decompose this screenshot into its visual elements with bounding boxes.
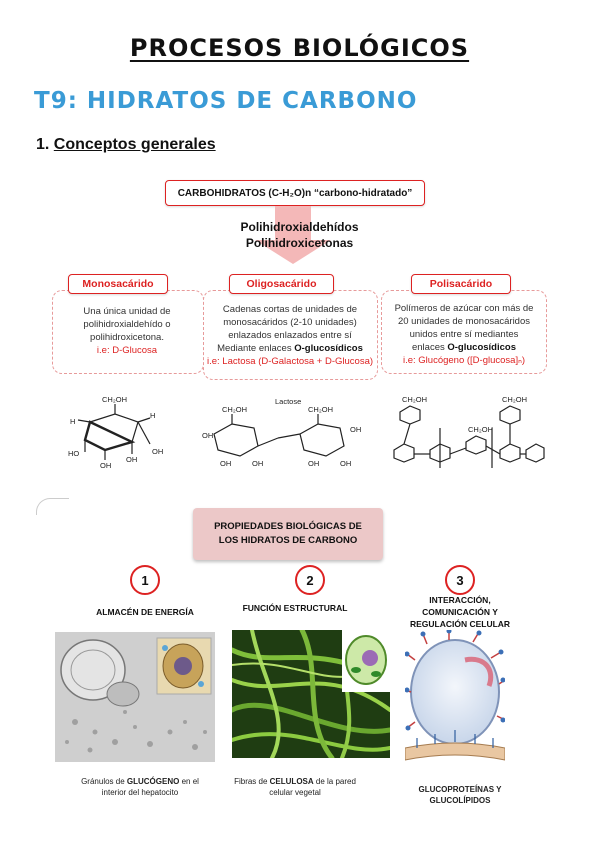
cell-interaction-title: INTERACCIÓN, COMUNICACIÓN Y REGULACIÓN C… [395,594,525,630]
caption-bold: GLUCÓGENO [126,777,180,786]
oh-label: OH [350,425,361,434]
polysaccharide-label: Polisacárido [411,274,511,294]
ch2oh-label: CH₂OH [102,395,127,404]
desc-bold: O-glucosídicos [447,342,516,353]
desc-line: polihidroxicetona. [90,332,164,343]
cellulose-caption: Fibras de CELULOSA de la pared celular v… [225,776,365,798]
desc-line: Mediante enlaces O-glucosídicos [206,342,374,355]
example-text: i.e: Lactosa (D-Galactosa + D-Glucosa) [206,356,374,367]
desc-text: enlaces [411,342,445,353]
monosaccharide-label: Monosacárido [68,274,168,294]
polysaccharide-card [381,290,547,374]
desc-bold: O-glucosídicos [294,343,363,354]
properties-title-box: PROPIEDADES BIOLÓGICAS DE LOS HIDRATOS D… [193,508,383,560]
structural-function-title: FUNCIÓN ESTRUCTURAL [242,603,348,613]
desc-line: Una única unidad de [83,306,171,317]
desc-line: Cadenas cortas de unidades de [222,304,358,315]
glycogen-caption: Gránulos de GLUCÓGENO en el interior del… [65,776,215,798]
property-number-1: 1 [130,565,160,595]
title-line: COMUNICACIÓN Y [422,607,498,617]
caption-text: Gránulos de [81,777,127,786]
caption-line: Gránulos de GLUCÓGENO en el [65,776,215,787]
desc-line: monosacáridos (2-10 unidades) [223,317,357,328]
caption-text: Fibras de [234,777,270,786]
h-label: H [150,411,155,420]
desc-line: polihidroxialdehído o [83,319,171,330]
desc-text: Mediante enlaces [217,343,292,354]
polyhydroxyaldehydes-label: Polihidroxialdehídos [240,220,359,234]
energy-storage-title: ALMACÉN DE ENERGÍA [96,607,194,617]
caption-line: GLUCOPROTEÍNAS Y [418,785,502,794]
desc-line: 20 unidades de monosacáridos [397,316,531,327]
lactose-molecule: Lactose CH₂OH CH₂OH OH OH OH OH OH OH [202,397,361,468]
oh-label: OH [152,447,163,456]
example-text: i.e: D-Glucosa [96,345,158,356]
caption-bold: CELULOSA [269,777,314,786]
topic-title: T9: HIDRATOS DE CARBONO [34,88,418,114]
ch2oh-label: CH₂OH [308,405,333,414]
properties-title-line: PROPIEDADES BIOLÓGICAS DE [214,521,362,532]
oh-label: OH [100,461,111,470]
glycogen-molecule: CH₂OH CH₂OH CH₂OH [393,395,545,468]
ch2oh-label: CH₂OH [402,395,427,404]
lactose-label: Lactose [275,397,301,406]
cell-membrane-image [405,630,505,761]
title-line: INTERACCIÓN, [429,595,491,605]
properties-title-line: LOS HIDRATOS DE CARBONO [218,535,358,546]
monosaccharide-description: Una única unidad de polihidroxialdehído … [58,305,196,357]
caption-text: de la pared [313,777,356,786]
oh-label: OH [308,459,319,468]
ch2oh-label: CH₂OH [468,425,493,434]
caption-line: GLUCOLÍPIDOS [429,796,491,805]
h-label: H [70,417,75,426]
oligosaccharide-card [203,290,378,380]
oligosaccharide-description: Cadenas cortas de unidades de monosacári… [206,303,374,368]
desc-line: enlaces O-glucosídicos [385,341,543,354]
ch2oh-label: CH₂OH [502,395,527,404]
caption-line: Fibras de CELULOSA de la pared [225,776,365,787]
cellulose-fibers-image [232,630,390,758]
down-arrow-icon [255,206,331,264]
glucose-molecule: CH₂OH HO OH OH H H OH [68,395,163,470]
oh-label: OH [202,431,213,440]
oh-label: OH [252,459,263,468]
oh-label: OH [126,455,137,464]
desc-line: enlazados enlazados entre sí [228,330,352,341]
main-title: PROCESOS BIOLÓGICOS [129,34,470,62]
oligosaccharide-label: Oligosacárido [229,274,334,294]
hepatocyte-micrograph-image [55,632,215,762]
glycoproteins-caption: GLUCOPROTEÍNAS Y GLUCOLÍPIDOS [390,784,530,806]
section-number: 1. [36,136,50,153]
carbohydrates-box: CARBOHIDRATOS (C-H₂O)n “carbono-hidratad… [165,180,425,206]
polysaccharide-description: Polímeros de azúcar con más de 20 unidad… [385,302,543,367]
caption-line: interior del hepatocito [101,788,179,797]
example-text: i.e: Glucógeno ([D-glucosa]ₙ) [402,355,526,366]
oh-label: OH [340,459,351,468]
desc-line: unidos entre sí mediantes [409,329,519,340]
property-number-2: 2 [295,565,325,595]
caption-text: en el [179,777,199,786]
section-divider [36,498,69,515]
oh-label: OH [220,459,231,468]
ho-label: HO [68,449,79,458]
property-number-3: 3 [445,565,475,595]
section-heading: Conceptos generales [53,136,216,153]
title-line: REGULACIÓN CELULAR [409,619,511,629]
carbohydrates-label: CARBOHIDRATOS (C-H₂O)n “carbono-hidratad… [177,187,413,199]
monosaccharide-card [52,290,204,374]
desc-line: Polímeros de azúcar con más de [394,303,534,314]
caption-line: celular vegetal [269,788,321,797]
polyhydroxyketones-label: Polihidroxicetonas [245,236,354,250]
section-title: 1. Conceptos generales [36,136,216,154]
ch2oh-label: CH₂OH [222,405,247,414]
